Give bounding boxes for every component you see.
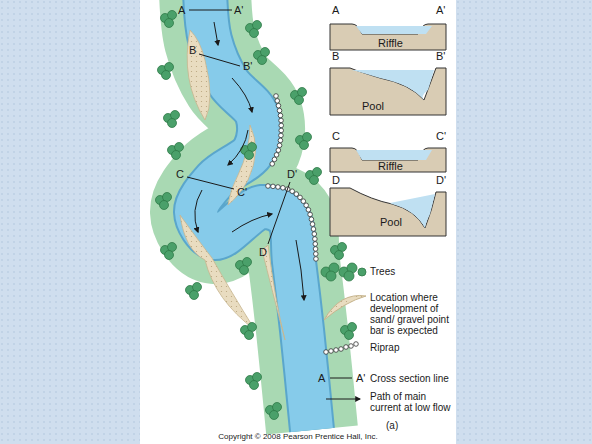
section-letter: C' bbox=[436, 130, 446, 142]
cross-section-profile bbox=[330, 24, 446, 236]
map-section-letter: C bbox=[176, 168, 184, 180]
floodplain bbox=[196, 0, 312, 430]
map-section-letter: A bbox=[178, 4, 185, 16]
section-letter: A bbox=[332, 4, 339, 16]
section-letter: A' bbox=[436, 4, 445, 16]
section-type: Riffle bbox=[378, 160, 403, 172]
legend-letter: A bbox=[318, 372, 325, 384]
legend-text: Riprap bbox=[370, 342, 450, 353]
current-arrow bbox=[195, 22, 304, 300]
river-channel bbox=[196, 0, 312, 430]
section-type: Riffle bbox=[378, 37, 403, 49]
river-map bbox=[196, 0, 312, 430]
legend-text: Cross section line bbox=[370, 373, 454, 384]
section-type: Pool bbox=[380, 216, 402, 228]
legend-sample bbox=[321, 263, 366, 399]
section-letter: B bbox=[332, 50, 339, 62]
section-letter: D' bbox=[436, 174, 446, 186]
panel-tag: (a) bbox=[386, 420, 398, 432]
legend-text: Trees bbox=[370, 266, 450, 277]
map-section-letter: D' bbox=[287, 168, 297, 180]
trees bbox=[156, 11, 357, 420]
map-section-letter: A' bbox=[234, 4, 243, 16]
river-bank bbox=[196, 0, 312, 430]
map-section-letter: D bbox=[259, 246, 267, 258]
legend-text: Location where development of sand/ grav… bbox=[370, 292, 454, 336]
section-letter: B' bbox=[436, 50, 445, 62]
section-type: Pool bbox=[362, 100, 384, 112]
map-section-letter: B' bbox=[243, 60, 252, 72]
cross-section-line bbox=[187, 10, 290, 244]
legend-text: Path of main current at low flow bbox=[370, 391, 454, 413]
map-section-letter: B bbox=[189, 44, 196, 56]
legend-letter: A' bbox=[356, 372, 365, 384]
riprap bbox=[266, 94, 319, 262]
map-section-letter: C' bbox=[237, 186, 247, 198]
section-letter: D bbox=[332, 174, 340, 186]
section-letter: C bbox=[332, 130, 340, 142]
copyright-caption: Copyright © 2008 Pearson Prentice Hall, … bbox=[218, 432, 377, 441]
point-bar bbox=[180, 30, 285, 340]
